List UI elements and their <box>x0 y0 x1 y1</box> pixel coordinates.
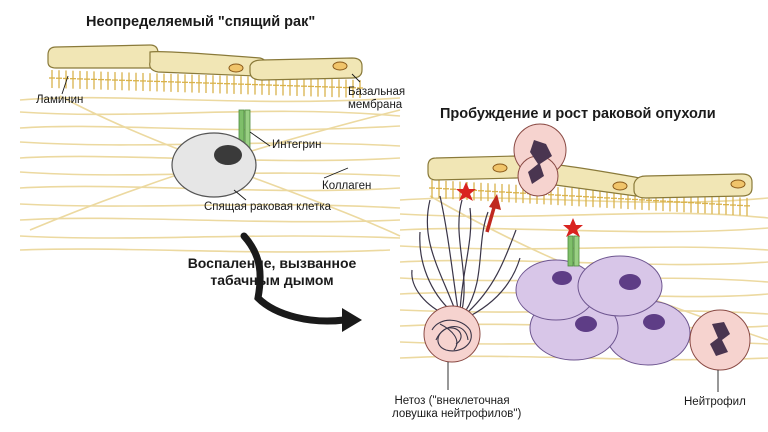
membrane-cell-2 <box>149 51 267 77</box>
laminin-label: Ламинин <box>36 94 84 106</box>
netosis-line2: ловушка нейтрофилов") <box>392 408 522 420</box>
transition-line2: табачным дымом <box>210 272 334 288</box>
membrane-cell-1 <box>47 44 159 69</box>
transition-caption: Воспаление, вызванное табачным дымом <box>170 255 374 289</box>
free-neutrophil <box>689 309 751 371</box>
membrane-nucleus <box>730 179 746 189</box>
basement-membrane-line2: мембрана <box>348 99 403 111</box>
right-panel-title: Пробуждение и рост раковой опухоли <box>440 106 716 122</box>
net-fibers <box>411 195 521 317</box>
left-panel-title: Неопределяемый "спящий рак" <box>86 14 316 30</box>
tumor-cluster <box>515 255 691 366</box>
transition-arrowhead <box>342 308 362 332</box>
left-leader-lines <box>61 73 361 201</box>
membrane-cell-r1 <box>427 155 525 181</box>
migrating-neutrophil <box>513 123 567 197</box>
membrane-nucleus <box>492 163 508 173</box>
netosis-neutrophil <box>423 305 481 363</box>
transition-line1: Воспаление, вызванное <box>187 255 357 271</box>
integrin-label: Интегрин <box>272 139 322 151</box>
netosis-label: Нетоз ("внеклеточная ловушка нейтрофилов… <box>392 395 522 421</box>
dormant-cancer-cell <box>171 132 257 198</box>
right-leader-lines <box>447 362 719 392</box>
signal-arrow <box>485 203 497 233</box>
transition-arrow <box>240 232 348 325</box>
dormant-cell-label: Спящая раковая клетка <box>204 201 332 213</box>
signal-arrowhead <box>489 194 501 210</box>
netosis-line1: Нетоз ("внеклеточная <box>394 395 510 407</box>
basement-membrane-line1: Базальная <box>348 86 406 98</box>
integrin-activation-star <box>563 218 583 237</box>
membrane-nucleus <box>332 61 348 71</box>
membrane-nucleus <box>228 63 244 73</box>
left-laminin-strands <box>49 70 363 98</box>
basement-membrane-label: Базальная мембрана <box>348 86 405 112</box>
dormant-cell-nucleus <box>214 145 242 165</box>
neutrophil-label: Нейтрофил <box>684 396 746 408</box>
activation-star <box>456 182 476 201</box>
membrane-nucleus <box>612 181 628 191</box>
left-basement-membrane <box>47 44 363 81</box>
tumor-integrin <box>567 235 580 267</box>
right-basement-membrane <box>427 155 753 199</box>
collagen-label: Коллаген <box>322 180 372 192</box>
membrane-cell-r3 <box>633 173 753 199</box>
